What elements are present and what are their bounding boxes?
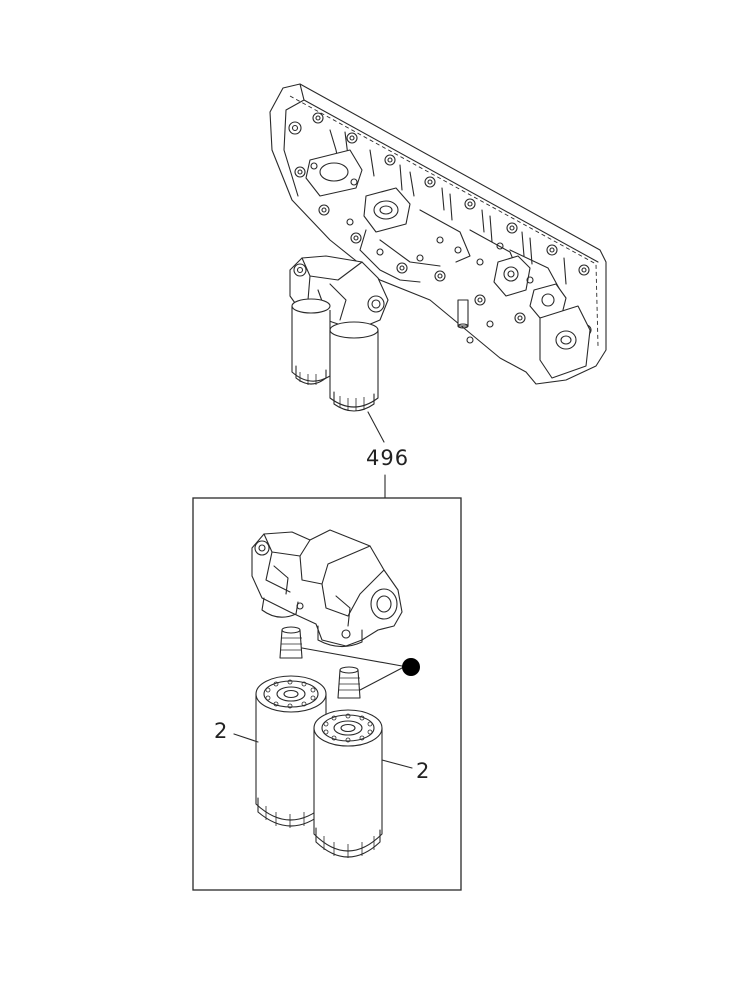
leader-line-496-top xyxy=(367,411,385,443)
engine-cover-plate xyxy=(269,83,607,385)
leader-marker-right xyxy=(359,667,403,691)
leader-marker-left xyxy=(301,647,403,667)
callout-2-right: 2 xyxy=(416,759,431,783)
callout-496: 496 xyxy=(366,446,410,470)
leader-line-2-left xyxy=(233,733,259,743)
callout-2-left: 2 xyxy=(214,719,229,743)
nipple-left xyxy=(279,626,303,659)
filter-head xyxy=(251,529,403,648)
nipple-right xyxy=(337,666,361,699)
leader-line-2-right xyxy=(381,759,413,769)
filter-cartridge-right xyxy=(313,709,383,858)
symbol-marker xyxy=(402,658,420,676)
installed-filter-assembly xyxy=(289,255,389,412)
exploded-view-frame xyxy=(192,497,462,891)
